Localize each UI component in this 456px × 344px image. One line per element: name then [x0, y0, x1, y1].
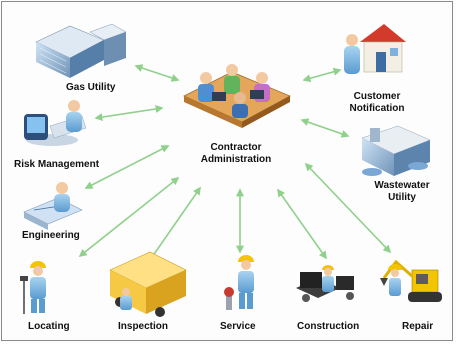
wastewater-plant-icon: [361, 125, 431, 176]
arrow-wastewater: [300, 118, 350, 138]
wastewater-utility-line1: Wastewater: [374, 180, 430, 191]
arrow-gas: [134, 64, 180, 82]
risk-management-label: Risk Management: [14, 159, 100, 170]
engineer-drafting-icon: [23, 182, 83, 230]
construction-machinery-icon: [296, 265, 354, 302]
customer-notification-line2: Notification: [349, 103, 405, 114]
service-label: Service: [220, 321, 256, 332]
arrow-risk: [94, 105, 164, 121]
diagram-border: [1, 1, 453, 341]
repair-label: Repair: [402, 321, 434, 332]
service-worker-icon: [224, 255, 254, 310]
inspection-label: Inspection: [118, 321, 169, 332]
arrow-customer: [302, 67, 342, 83]
wastewater-utility-line2: Utility: [388, 192, 416, 203]
contractor-administration-label: Contractor Administration: [188, 142, 284, 166]
risk-management-workstation-icon: [24, 100, 87, 146]
locating-label: Locating: [28, 321, 70, 332]
engineering-label: Engineering: [22, 230, 80, 241]
customer-house-icon: [344, 24, 406, 74]
arrow-repair: [304, 162, 392, 254]
arrow-construction: [277, 188, 327, 260]
wastewater-utility-label: Wastewater Utility: [364, 180, 440, 204]
arrow-locating: [78, 177, 180, 257]
gas-utility-buildings-icon: [35, 23, 127, 78]
contractor-administration-line1: Contractor: [210, 142, 262, 153]
gas-utility-label: Gas Utility: [66, 82, 116, 93]
locating-worker-icon: [20, 261, 46, 314]
arrow-inspection: [149, 186, 201, 262]
contractor-administration-line2: Administration: [200, 154, 272, 165]
customer-notification-label: Customer Notification: [340, 91, 414, 115]
contractor-team-icon: [183, 64, 291, 128]
inspection-truck-icon: [109, 251, 187, 317]
construction-label: Construction: [297, 321, 360, 332]
repair-excavator-icon: [380, 259, 442, 302]
customer-notification-line1: Customer: [353, 91, 401, 102]
